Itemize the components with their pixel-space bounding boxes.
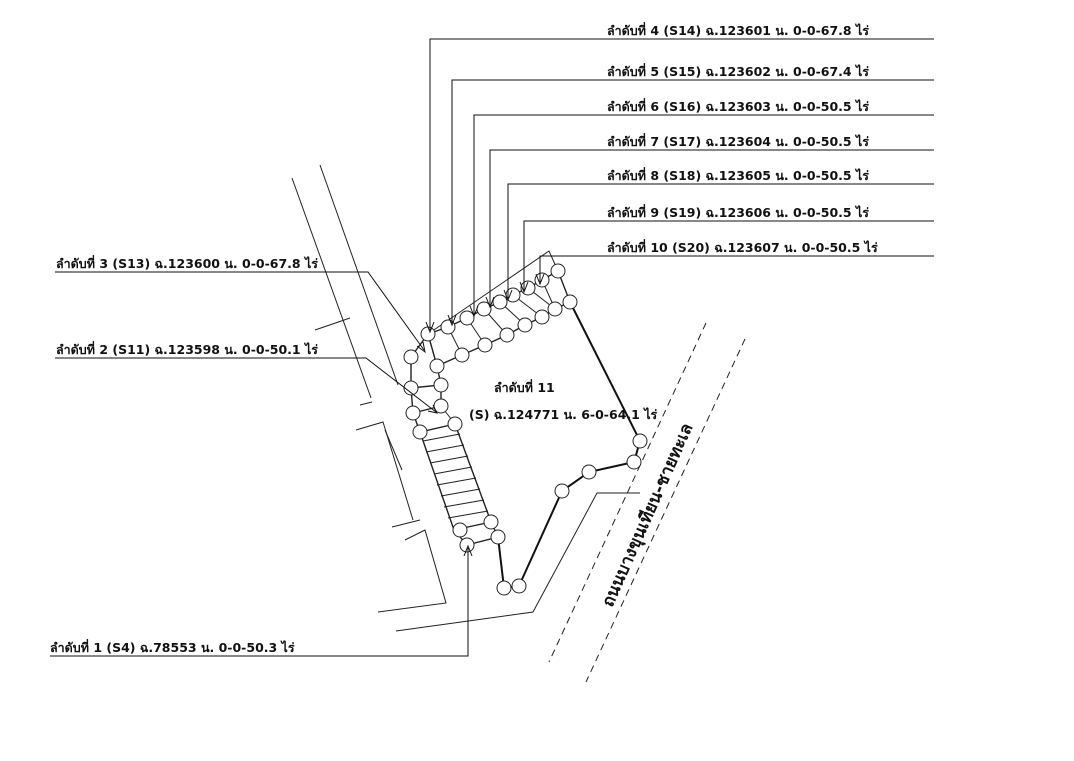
leader-lines (50, 38, 934, 657)
parcel-label-3: ลำดับที่ 3 (S13) ฉ.123600 น. 0-0-67.8 ไร… (56, 255, 318, 271)
main-parcel-title: ลำดับที่ 11 (494, 379, 555, 395)
parcel-label-2: ลำดับที่ 2 (S11) ฉ.123598 น. 0-0-50.1 ไร… (56, 341, 318, 357)
parcel-label-10: ลำดับที่ 10 (S20) ฉ.123607 น. 0-0-50.5 ไ… (607, 239, 878, 255)
easement-hatch (422, 433, 489, 519)
parcel-label-7: ลำดับที่ 7 (S17) ฉ.123604 น. 0-0-50.5 ไร… (607, 133, 869, 149)
parcel-label-4: ลำดับที่ 4 (S14) ฉ.123601 น. 0-0-67.8 ไร… (607, 22, 869, 38)
main-parcel-detail: (S) ฉ.124771 น. 6-0-64.1 ไร่ (469, 407, 657, 422)
parcel-label-9: ลำดับที่ 9 (S19) ฉ.123606 น. 0-0-50.5 ไร… (607, 204, 869, 220)
parcel-label-5: ลำดับที่ 5 (S15) ฉ.123602 น. 0-0-67.4 ไร… (607, 63, 869, 79)
main-parcel-label: ลำดับที่ 11 (S) ฉ.124771 น. 6-0-64.1 ไร่ (469, 379, 657, 422)
surrounding-streets (291, 164, 640, 632)
parcel-label-8: ลำดับที่ 8 (S18) ฉ.123605 น. 0-0-50.5 ไร… (607, 167, 869, 183)
parcel-label-list: ลำดับที่ 4 (S14) ฉ.123601 น. 0-0-67.8 ไร… (50, 22, 878, 655)
leader-arrowheads (416, 273, 545, 557)
survey-markers (403, 263, 648, 596)
parcel-label-6: ลำดับที่ 6 (S16) ฉ.123603 น. 0-0-50.5 ไร… (607, 98, 869, 114)
parcel-label-1: ลำดับที่ 1 (S4) ฉ.78553 น. 0-0-50.3 ไร่ (50, 639, 295, 655)
